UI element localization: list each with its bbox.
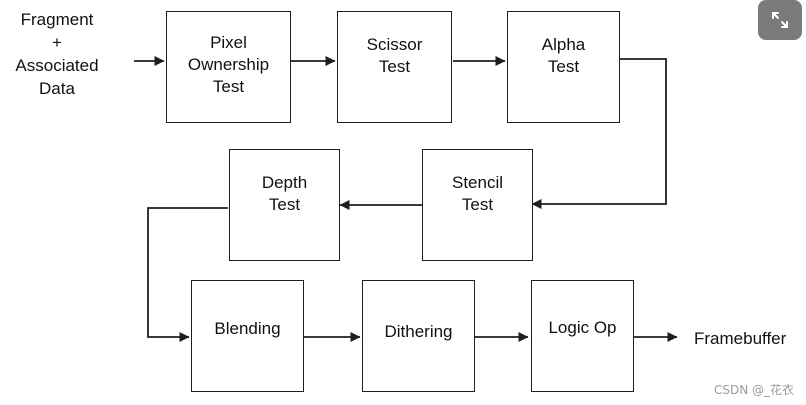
stage-scissor-test: Scissor Test	[337, 11, 452, 123]
stage-label: Blending	[214, 319, 281, 338]
expand-icon	[772, 12, 788, 28]
watermark-text: CSDN @_花衣	[714, 383, 795, 397]
stage-stencil-test: Stencil Test	[422, 149, 533, 261]
stage-label: Stencil Test	[451, 173, 504, 214]
stage-dithering: Dithering	[362, 280, 475, 392]
stage-logic-op: Logic Op	[531, 280, 634, 392]
stage-pixel-ownership-test: Pixel Ownership Test	[166, 11, 291, 123]
arrow-alpha-to-stencil	[531, 58, 667, 209]
stage-label: Logic Op	[548, 318, 617, 337]
expand-button[interactable]	[758, 0, 802, 40]
stage-depth-test: Depth Test	[229, 149, 340, 261]
arrow-depth-to-blending	[147, 207, 228, 342]
stage-label: Dithering	[384, 322, 453, 341]
input-fragment-label: Fragment + Associated Data	[15, 10, 99, 98]
stage-blending: Blending	[191, 280, 304, 392]
stage-label: Depth Test	[261, 173, 308, 214]
output-framebuffer-label: Framebuffer	[694, 329, 787, 348]
stage-label: Alpha Test	[541, 35, 586, 76]
stage-label: Pixel Ownership Test	[187, 33, 270, 96]
stage-alpha-test: Alpha Test	[507, 11, 620, 123]
stage-label: Scissor Test	[366, 35, 423, 76]
